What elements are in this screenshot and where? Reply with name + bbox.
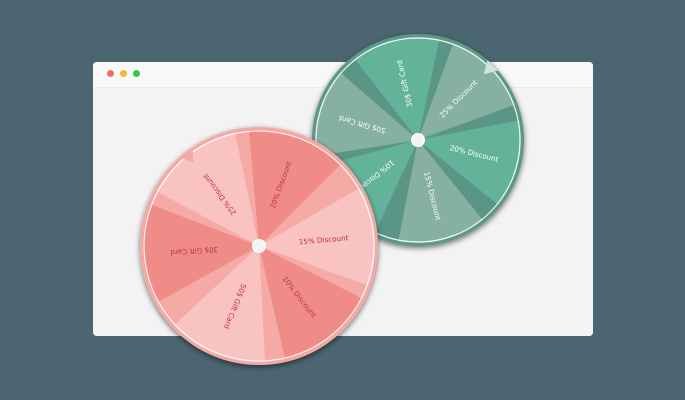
wheel-ring: [315, 37, 521, 243]
segment-slice: [398, 140, 483, 243]
segment-slice: [259, 188, 375, 286]
wheel-ring: [143, 130, 375, 362]
wheel-segment[interactable]: 30$ Gift Card: [354, 37, 440, 140]
maximize-dot-icon[interactable]: [133, 70, 140, 77]
wheel-hub[interactable]: [411, 133, 425, 147]
wheel-segment[interactable]: 30$ Gift Card: [142, 204, 259, 303]
pointer-icon: [179, 147, 194, 163]
segment-slice: [248, 130, 342, 246]
wheel-segment[interactable]: 15% Discount: [398, 140, 483, 243]
wheel-segment[interactable]: 50$ Gift Card: [174, 246, 266, 362]
segment-label: 15% Discount: [298, 233, 349, 246]
wheel-segment[interactable]: 15% Discount: [259, 188, 375, 286]
close-dot-icon[interactable]: [107, 70, 114, 77]
segment-slice: [142, 204, 259, 303]
wheel-segment[interactable]: 50$ Gift Card: [315, 72, 418, 157]
segment-slice: [354, 37, 440, 140]
wheel-segment[interactable]: 20% Discount: [418, 120, 521, 205]
segment-slice: [418, 120, 521, 205]
segment-slice: [315, 72, 418, 157]
segment-label: 30$ Gift Card: [170, 245, 218, 257]
wheel-hub[interactable]: [252, 239, 266, 253]
minimize-dot-icon[interactable]: [120, 70, 127, 77]
wheel-segment[interactable]: 20% Discount: [248, 130, 342, 246]
segment-slice: [174, 246, 266, 362]
pointer-icon: [483, 60, 498, 75]
